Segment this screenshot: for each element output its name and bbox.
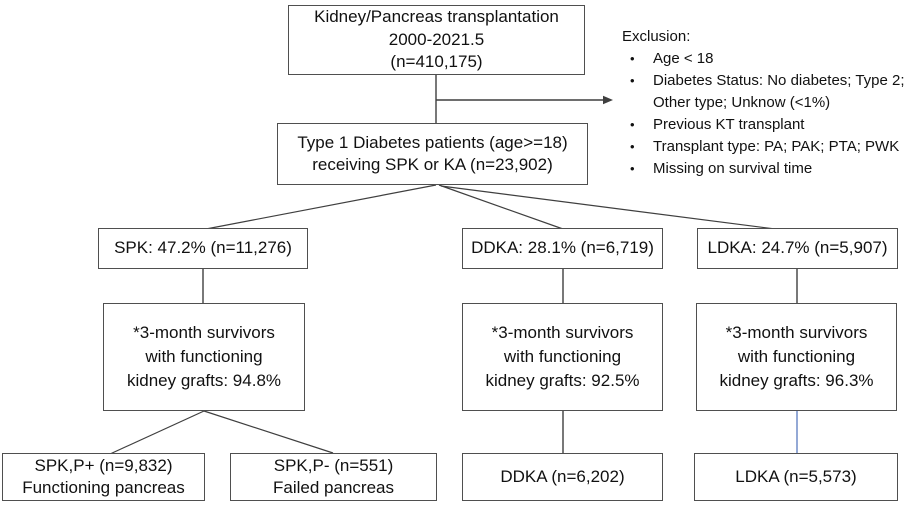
connector-cohort-to-ldka bbox=[440, 185, 776, 230]
title-box: Kidney/Pancreas transplantation 2000-202… bbox=[288, 5, 585, 75]
survivors-box-spk: *3-month survivors with functioning kidn… bbox=[103, 303, 305, 411]
connector-cohort-to-ddka bbox=[438, 184, 564, 230]
outcome-box-ldka: LDKA (n=5,573) bbox=[694, 453, 898, 501]
exclusion-item-text: Diabetes Status: No diabetes; Type 2; Ot… bbox=[653, 72, 905, 111]
connector-cohort-to-spk bbox=[205, 184, 437, 230]
group-box-ddka: DDKA: 28.1% (n=6,719) bbox=[462, 228, 663, 269]
bullet-icon: • bbox=[630, 73, 635, 88]
bullet-icon: • bbox=[630, 117, 635, 132]
connector-survivors-to-p-plus bbox=[109, 410, 205, 455]
bullet-icon: • bbox=[630, 139, 635, 154]
outcome-box-ddka: DDKA (n=6,202) bbox=[462, 453, 663, 501]
survivors-box-ldka: *3-month survivors with functioning kidn… bbox=[696, 303, 897, 411]
outcome-box-spk-p-minus: SPK,P- (n=551) Failed pancreas bbox=[230, 453, 437, 501]
exclusion-heading: Exclusion: bbox=[622, 28, 691, 45]
exclusion-item: • Missing on survival time bbox=[620, 158, 912, 180]
exclusion-item: • Age < 18 bbox=[620, 48, 912, 70]
survivors-box-ddka: *3-month survivors with functioning kidn… bbox=[462, 303, 663, 411]
exclusion-arrowhead-icon bbox=[603, 95, 613, 105]
outcome-box-spk-p-plus: SPK,P+ (n=9,832) Functioning pancreas bbox=[2, 453, 205, 501]
exclusion-item-text: Age < 18 bbox=[653, 50, 714, 67]
exclusion-list: Exclusion: • Age < 18 • Diabetes Status:… bbox=[620, 26, 912, 180]
exclusion-item-text: Transplant type: PA; PAK; PTA; PWK bbox=[653, 138, 900, 155]
bullet-icon: • bbox=[630, 161, 635, 176]
connector-survivors-to-p-minus bbox=[203, 410, 334, 454]
exclusion-item: • Previous KT transplant bbox=[620, 114, 912, 136]
group-box-spk: SPK: 47.2% (n=11,276) bbox=[98, 228, 308, 269]
cohort-box: Type 1 Diabetes patients (age>=18) recei… bbox=[277, 123, 588, 185]
exclusion-item: • Transplant type: PA; PAK; PTA; PWK bbox=[620, 136, 912, 158]
bullet-icon: • bbox=[630, 51, 635, 66]
exclusion-item-text: Previous KT transplant bbox=[653, 116, 805, 133]
exclusion-item: • Diabetes Status: No diabetes; Type 2; … bbox=[620, 70, 912, 114]
group-box-ldka: LDKA: 24.7% (n=5,907) bbox=[697, 228, 898, 269]
exclusion-item-text: Missing on survival time bbox=[653, 160, 813, 177]
